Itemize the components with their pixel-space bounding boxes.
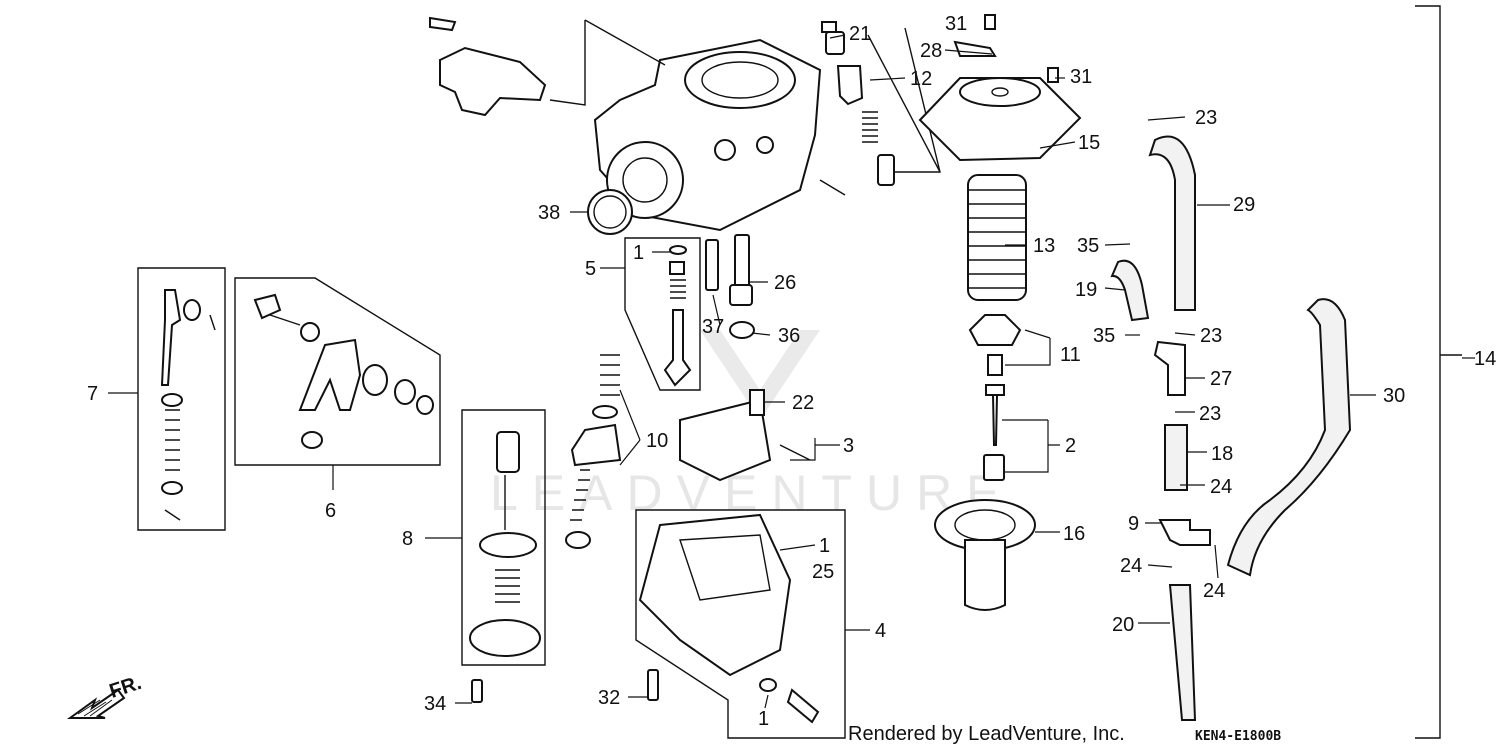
- hoses-drawing: [1110, 135, 1352, 721]
- part-label: 20: [1112, 614, 1134, 636]
- part-label: 6: [325, 500, 336, 522]
- part-label: 31: [945, 13, 967, 35]
- leader-lines: [108, 34, 1475, 709]
- part-label: 31: [1070, 66, 1092, 88]
- part-label: 12: [910, 68, 932, 90]
- vacuum-piston-drawing: [934, 499, 1036, 611]
- part-label: 7: [87, 383, 98, 405]
- part-label: 23: [1200, 325, 1222, 347]
- part-label: 35: [1093, 325, 1115, 347]
- part-label: 13: [1033, 235, 1055, 257]
- hose-set-bracket: [1415, 5, 1462, 739]
- part-label: 8: [402, 528, 413, 550]
- choke-lever-drawing: [234, 277, 441, 466]
- part-label: 19: [1075, 279, 1097, 301]
- part-label: 23: [1195, 107, 1217, 129]
- float-chamber-drawing: [635, 509, 846, 739]
- part-label: 24: [1120, 555, 1142, 577]
- front-marker-label: FR.: [107, 672, 144, 703]
- part-label: 21: [849, 23, 871, 45]
- part-label: 34: [424, 693, 446, 715]
- part-label: 36: [778, 325, 800, 347]
- top-cap-drawing: [918, 14, 1082, 162]
- part-label: 9: [1128, 513, 1139, 535]
- part-label: 29: [1233, 194, 1255, 216]
- part-label: 1: [819, 535, 830, 557]
- part-label: 14: [1474, 348, 1496, 370]
- screws-drawing: [471, 669, 659, 703]
- front-arrow-icon: [66, 688, 126, 719]
- part-labels: 21 31 12 28 31 23 15 38 29 13 35 5 1 26 …: [87, 13, 1496, 730]
- part-label: 5: [585, 258, 596, 280]
- part-label: 15: [1078, 132, 1100, 154]
- part-label: 27: [1210, 368, 1232, 390]
- part-label: 16: [1063, 523, 1085, 545]
- air-cutoff-valve-drawing: [461, 409, 546, 666]
- watermark-text: LEADVENTURE: [490, 465, 1014, 521]
- part-label: 1: [758, 708, 769, 730]
- part-label: 22: [792, 392, 814, 414]
- watermark-logo: [700, 330, 820, 420]
- rendered-by-text: Rendered by LeadVenture, Inc.: [848, 723, 1125, 745]
- part-label: 24: [1210, 476, 1232, 498]
- carburetor-body-drawing: [429, 16, 846, 235]
- part-label: 2: [1065, 435, 1076, 457]
- diagram-code: KEN4-E1800B: [1195, 729, 1281, 744]
- part-label: 37: [702, 316, 724, 338]
- part-label: 30: [1383, 385, 1405, 407]
- part-label: 10: [646, 430, 668, 452]
- slow-jet-drawing: [821, 21, 941, 186]
- part-label: 38: [538, 202, 560, 224]
- part-label: 26: [774, 272, 796, 294]
- part-label: 23: [1199, 403, 1221, 425]
- part-label: 28: [920, 40, 942, 62]
- part-label: 4: [875, 620, 886, 642]
- part-label: 18: [1211, 443, 1233, 465]
- part-label: 3: [843, 435, 854, 457]
- spring-drawing: [967, 174, 1027, 301]
- part-label: 1: [633, 242, 644, 264]
- part-label: 35: [1077, 235, 1099, 257]
- part-label: 32: [598, 687, 620, 709]
- throttle-link-drawing: [137, 267, 226, 531]
- part-label: 11: [1060, 344, 1081, 366]
- part-label: 24: [1203, 580, 1225, 602]
- jet-set-drawing: [624, 234, 755, 391]
- needle-drawing: [968, 314, 1022, 481]
- part-label: 25: [812, 561, 834, 583]
- accelerator-drawing: [565, 354, 811, 549]
